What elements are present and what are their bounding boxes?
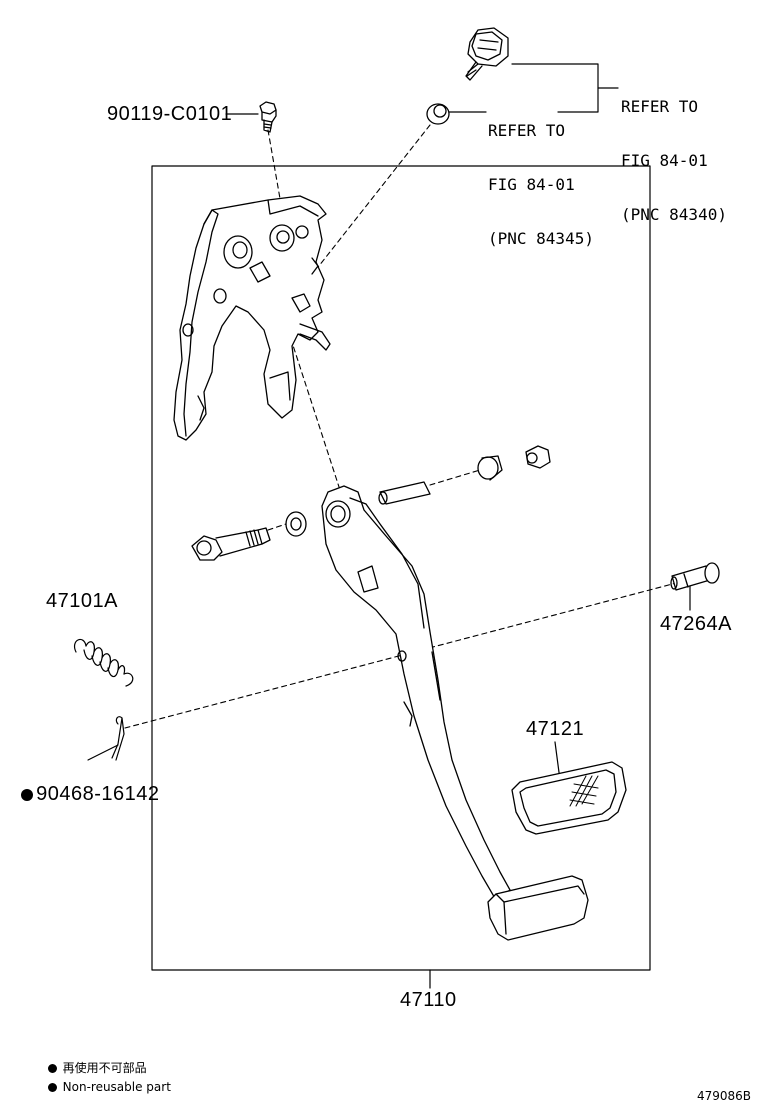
reference-callout-84340: REFER TO FIG 84-01 (PNC 84340) (621, 62, 727, 242)
ref2-line3: (PNC 84345) (488, 229, 594, 248)
pedal-bracket-shape (173, 195, 331, 441)
stopper-cushion-shape (426, 103, 450, 125)
switch-connector-shape (465, 27, 509, 81)
pivot-nut-shape (525, 445, 551, 469)
bolt-90119-c0101-shape (259, 101, 277, 133)
ref2-line2: FIG 84-01 (488, 175, 575, 194)
reference-callout-84345: REFER TO FIG 84-01 (PNC 84345) (488, 86, 594, 266)
part-label-47110: 47110 (400, 989, 457, 1011)
ref2-line1: REFER TO (488, 121, 566, 140)
legend-english: Non-reusable part (40, 1069, 171, 1093)
figure-id: 479086B (697, 1089, 752, 1103)
pivot-bolt-shape (191, 527, 271, 561)
part-label-47101a: 47101A (46, 590, 118, 612)
pedal-pad-shape (511, 761, 627, 835)
pivot-sleeve-shape (378, 481, 431, 505)
legend-dot-icon (47, 1064, 57, 1073)
leader-lines (87, 63, 691, 989)
pin-47264a-shape (670, 562, 720, 591)
legend-japanese: 再使用不可部品 (40, 1050, 147, 1074)
ref1-line1: REFER TO (621, 97, 699, 116)
legend-text-en: Non-reusable part (62, 1080, 171, 1094)
part-label-90468-16142: 90468-16142 (9, 764, 160, 804)
brake-pedal-arm-shape (321, 485, 511, 901)
part-label-90119-c0101: 90119-C0101 (107, 103, 233, 125)
pedal-foot-base-shape (487, 875, 589, 941)
legend-text-jp: 再使用不可部品 (62, 1061, 147, 1075)
pivot-collar-left-shape (285, 511, 307, 537)
pivot-collar-right-shape (477, 455, 503, 481)
ref1-line2: FIG 84-01 (621, 151, 708, 170)
part-label-47121: 47121 (526, 718, 585, 740)
alignment-lines (124, 124, 681, 729)
return-spring-shape (74, 638, 134, 687)
clip-shape (111, 716, 125, 761)
ref1-line3: (PNC 84340) (621, 205, 727, 224)
part-number-90468-16142: 90468-16142 (36, 783, 160, 805)
non-reusable-mark-icon (21, 788, 34, 801)
assembly-boundary-box (151, 165, 651, 971)
legend-dot-icon (47, 1083, 57, 1092)
part-label-47264a: 47264A (660, 613, 732, 635)
